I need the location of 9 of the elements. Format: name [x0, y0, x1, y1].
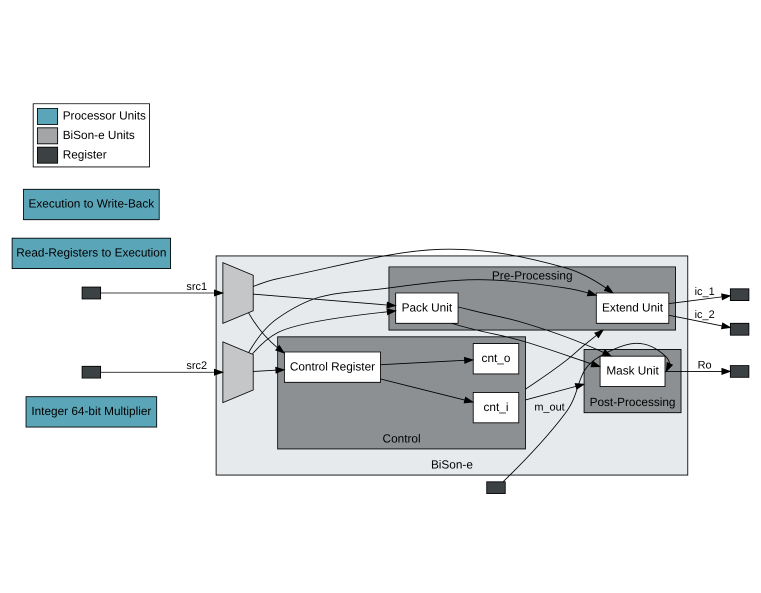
edge-label: src1 — [186, 280, 208, 292]
edge-label: ic_1 — [694, 286, 715, 298]
edge-label: Ro — [698, 358, 712, 371]
legend-label: Processor Units — [62, 108, 146, 122]
legend-label: BiSon-e Units — [62, 127, 135, 142]
edge-label: src2 — [186, 360, 208, 372]
legend-label: Register — [62, 146, 107, 161]
edge-label: m_out — [534, 401, 565, 414]
edge-label: ic_2 — [694, 308, 715, 320]
